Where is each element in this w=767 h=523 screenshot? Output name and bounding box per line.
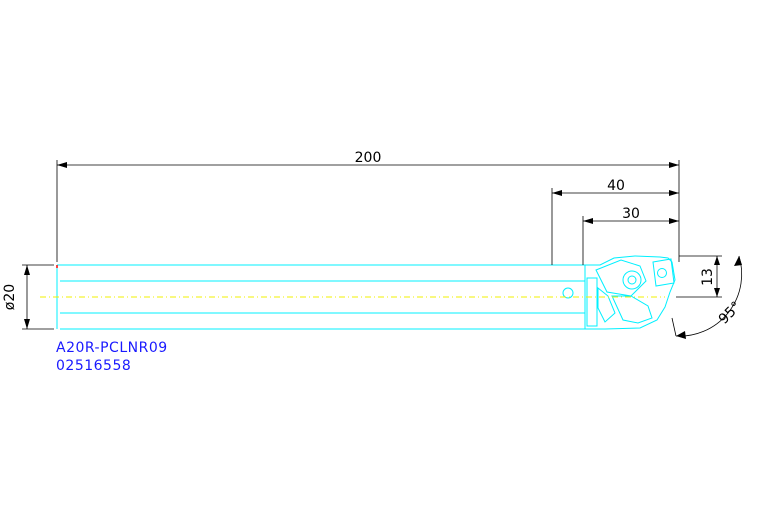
dim-13-text: 13 — [700, 268, 716, 286]
tool-head — [585, 255, 676, 330]
dimension-200: 200 — [56, 150, 680, 262]
part-name-label: A20R-PCLNR09 — [56, 340, 168, 356]
dimension-diameter: ø20 — [2, 264, 54, 330]
dim-angle-text: 95° — [716, 299, 745, 328]
dim-diameter-text: ø20 — [2, 284, 18, 310]
insert-screw-icon — [622, 270, 642, 290]
dimension-40: 40 — [551, 178, 679, 265]
dim-30-text: 30 — [622, 206, 640, 222]
tool-body-outline — [56, 264, 586, 330]
part-number-label: 02516558 — [56, 358, 132, 374]
dim-40-text: 40 — [607, 178, 625, 194]
dim-200-text: 200 — [355, 150, 382, 166]
dimension-30: 30 — [582, 206, 679, 265]
coolant-hole — [562, 287, 574, 299]
dimension-13: 13 — [676, 255, 722, 298]
clamp-screw-icon — [657, 268, 667, 278]
